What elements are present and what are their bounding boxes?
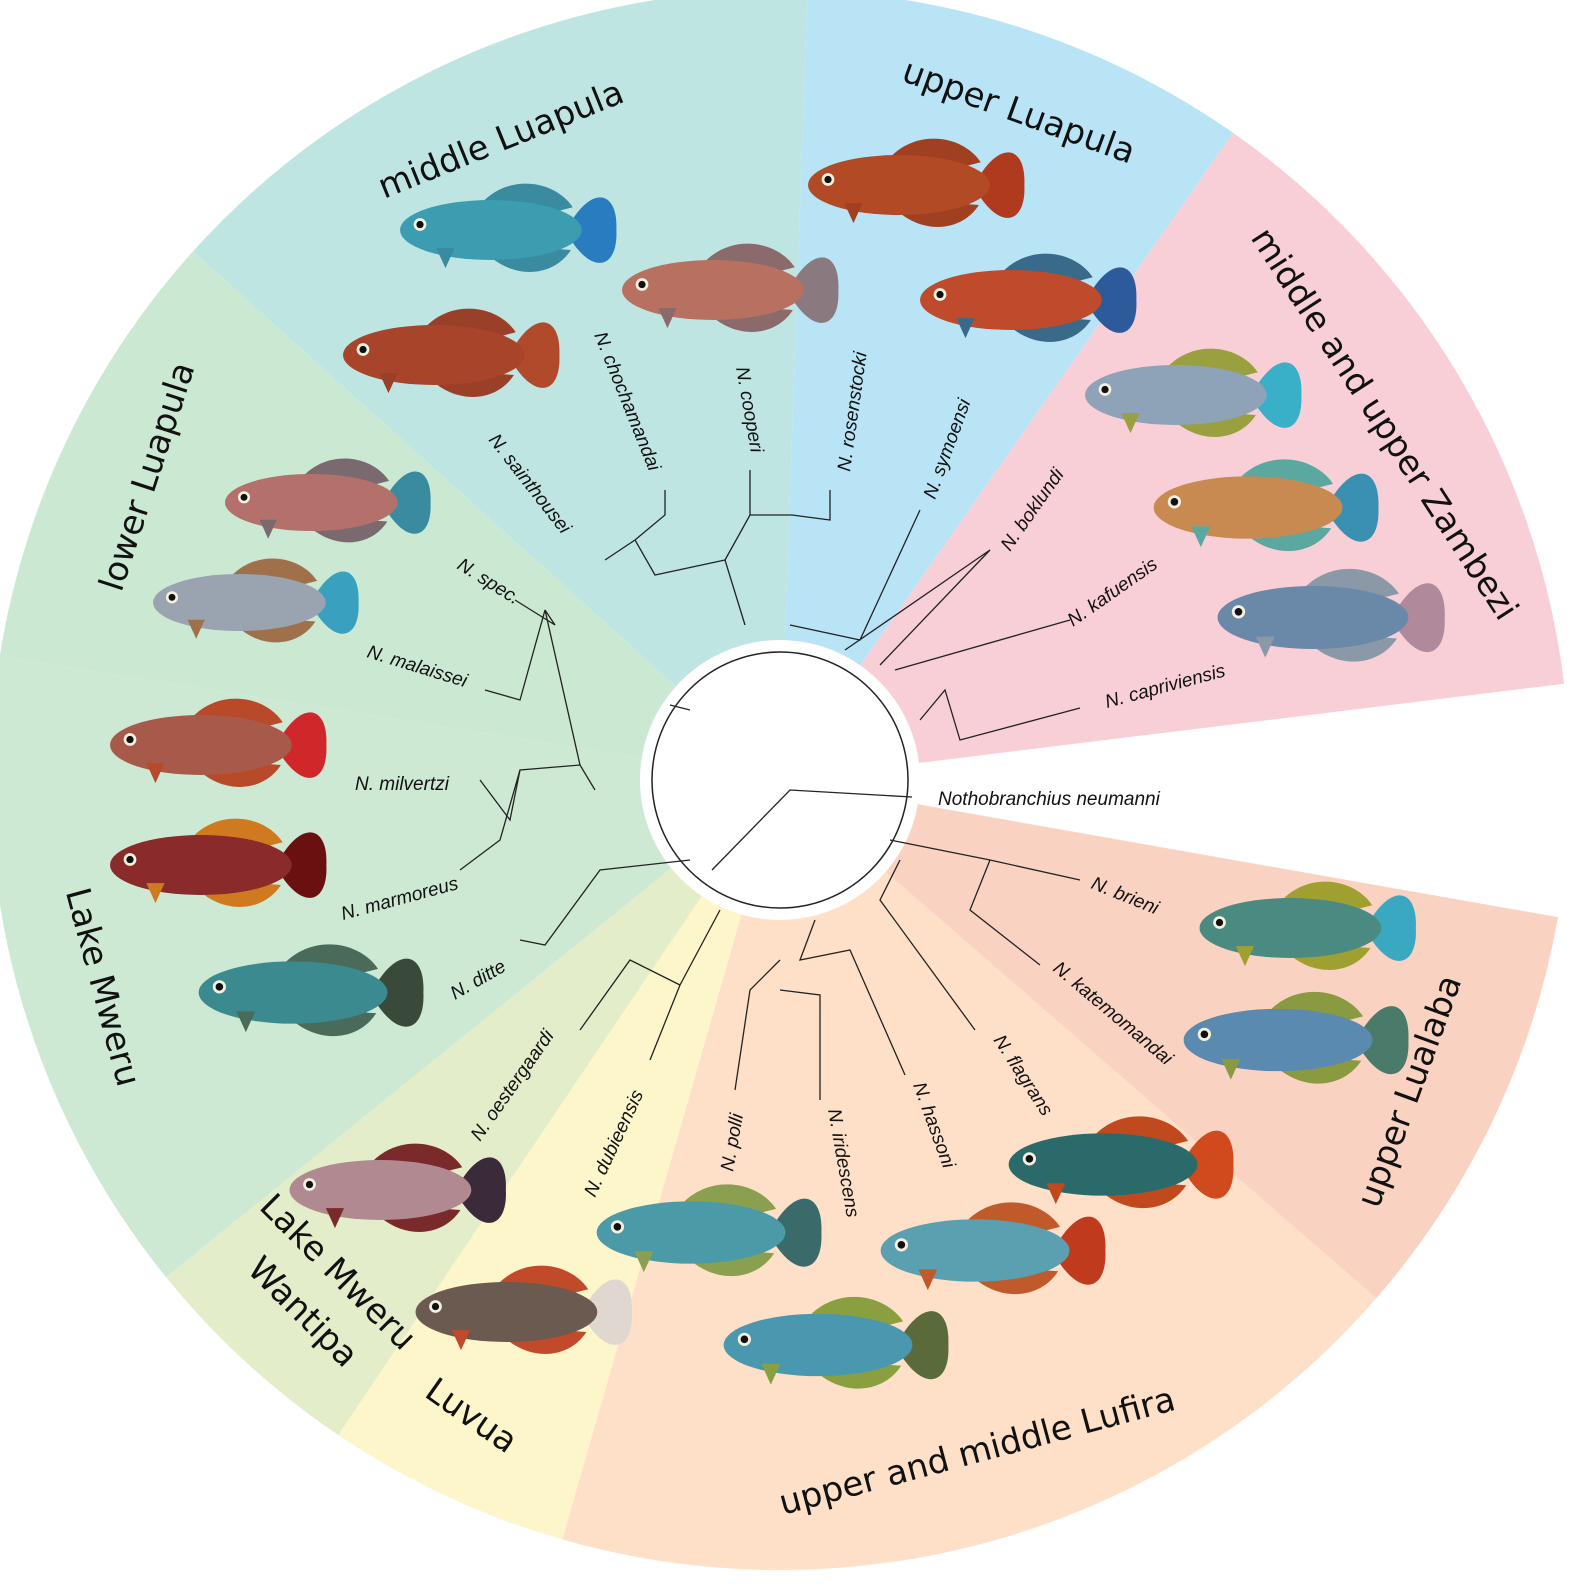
phylogenetic-tree [459,470,1081,1100]
region-wedge-luvua [338,896,742,1540]
tip-label: N. milvertzi [355,774,450,795]
tip-label-outgroup: Nothobranchius neumanni [938,789,1161,810]
